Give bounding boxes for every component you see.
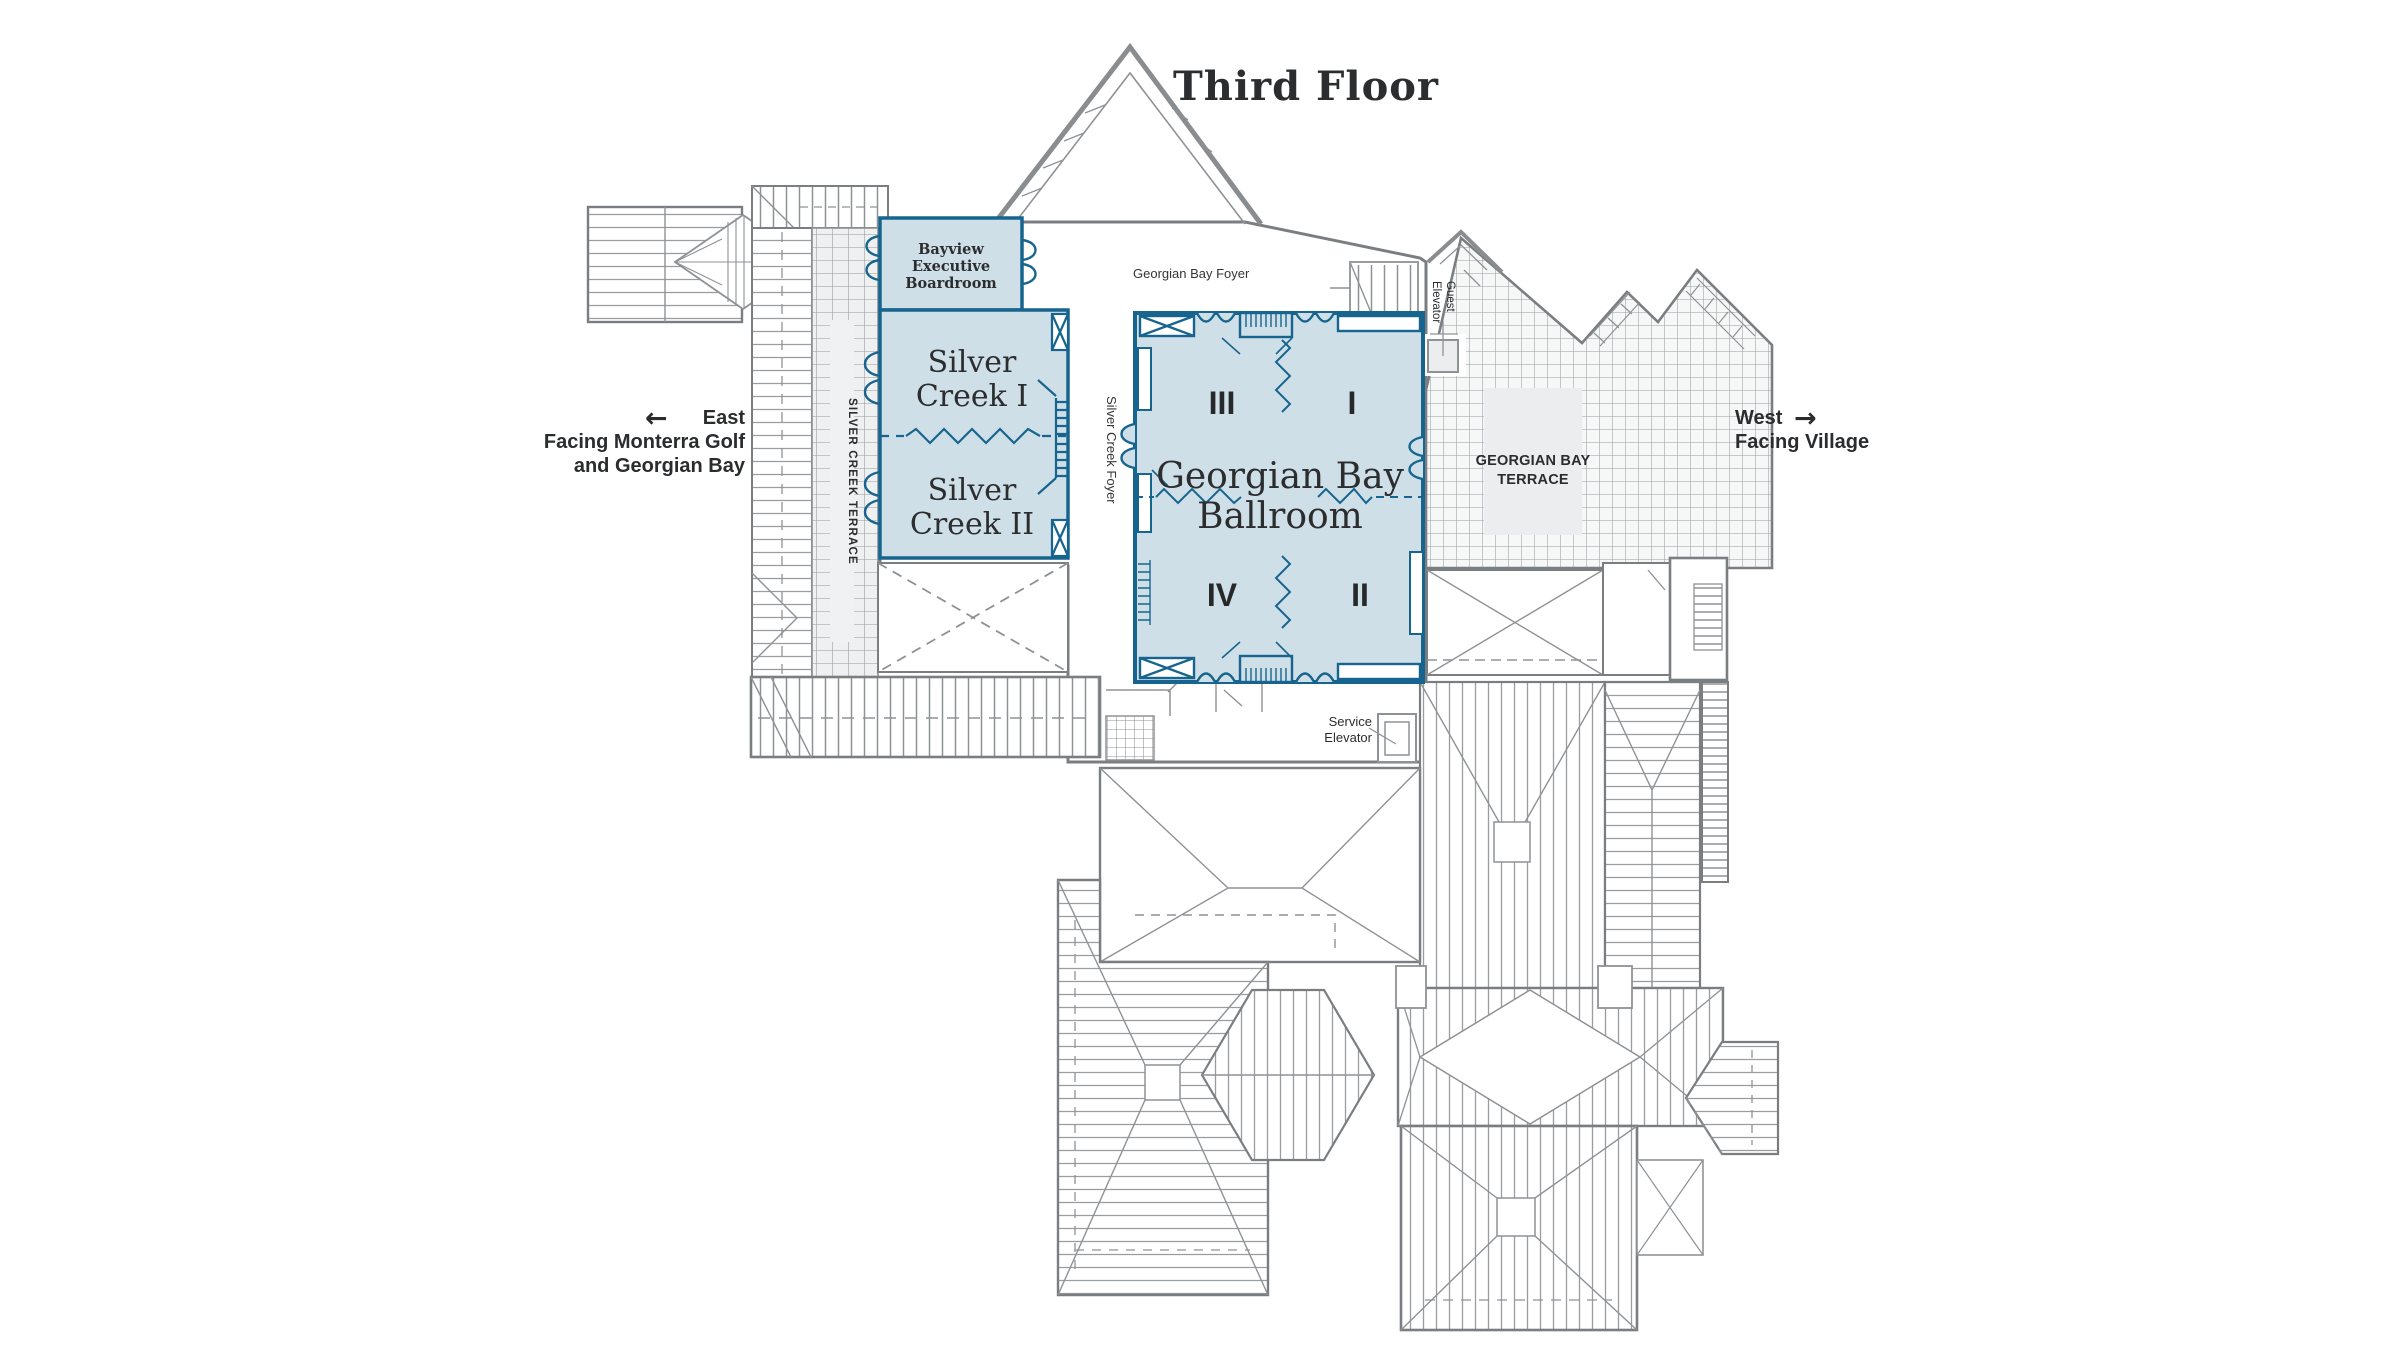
ballroom-label: Georgian Bay Ballroom III I IV II <box>1156 385 1405 613</box>
georgian-bay-terrace-label: GEORGIAN BAY TERRACE <box>1476 453 1591 488</box>
west-line2: Facing Village <box>1735 431 1869 453</box>
compass-east: ← East Facing Monterra Golf and Georgian… <box>544 403 746 477</box>
sc2-line2: Creek II <box>910 507 1034 542</box>
east-line2: Facing Monterra Golf <box>544 431 745 453</box>
service-elevator-line2: Elevator <box>1324 730 1372 745</box>
gb-terrace-line2: TERRACE <box>1497 472 1569 488</box>
sc2-line1: Silver <box>928 473 1017 508</box>
labels: Third Floor ← East Facing Monterra Golf … <box>544 63 1869 745</box>
ballroom-line2: Ballroom <box>1197 496 1363 537</box>
guest-elevator-label: Guest Elevator <box>1430 281 1456 323</box>
georgian-bay-terrace <box>1424 235 1774 570</box>
silver-creek-2-label: Silver Creek II <box>910 473 1034 542</box>
east-title: East <box>703 407 746 429</box>
roof-northwest <box>586 185 889 723</box>
east-arrow-icon: ← <box>645 403 668 434</box>
west-arrow-icon: → <box>1794 403 1817 434</box>
silver-creek-terrace-band <box>830 320 854 642</box>
bayview-line1: Bayview <box>918 241 984 258</box>
compass-west: West → Facing Village <box>1735 403 1869 453</box>
bayview-line3: Boardroom <box>905 275 997 292</box>
west-title: West <box>1735 407 1783 429</box>
page-title: Third Floor <box>1173 63 1439 110</box>
room-bayview-boardroom <box>865 216 1037 312</box>
sc1-line2: Creek I <box>916 379 1028 414</box>
ballroom-section-2: II <box>1351 577 1369 613</box>
guest-elevator-line2: Elevator <box>1430 281 1442 323</box>
silver-creek-1-label: Silver Creek I <box>916 345 1028 414</box>
terrace-label-band <box>1484 388 1582 535</box>
room-georgian-bay-ballroom <box>1120 311 1425 684</box>
service-elevator-line1: Service <box>1329 714 1372 729</box>
stair-strip-south <box>749 675 1102 759</box>
atrium-peak <box>992 42 1504 274</box>
ballroom-line1: Georgian Bay <box>1156 456 1405 497</box>
silver-creek-foyer-label: Silver Creek Foyer <box>1104 396 1119 504</box>
room-silver-creek <box>863 308 1070 560</box>
roof-complex-south <box>1056 556 1780 1332</box>
silver-creek-terrace-label: SILVER CREEK TERRACE <box>846 398 858 565</box>
gb-terrace-line1: GEORGIAN BAY <box>1476 453 1591 469</box>
bayview-line2: Executive <box>912 258 990 275</box>
roof-dashed-x <box>877 562 1069 673</box>
ballroom-section-4: IV <box>1207 577 1238 613</box>
ballroom-section-3: III <box>1209 385 1236 421</box>
bayview-label: Bayview Executive Boardroom <box>905 241 997 292</box>
sc1-line1: Silver <box>928 345 1017 380</box>
georgian-bay-foyer-label: Georgian Bay Foyer <box>1133 266 1250 281</box>
service-elevator-label: Service Elevator <box>1324 714 1372 745</box>
ballroom-section-1: I <box>1348 385 1357 421</box>
east-line3: and Georgian Bay <box>574 455 746 477</box>
interior-details <box>1105 245 1489 763</box>
guest-elevator-line1: Guest <box>1444 281 1456 312</box>
